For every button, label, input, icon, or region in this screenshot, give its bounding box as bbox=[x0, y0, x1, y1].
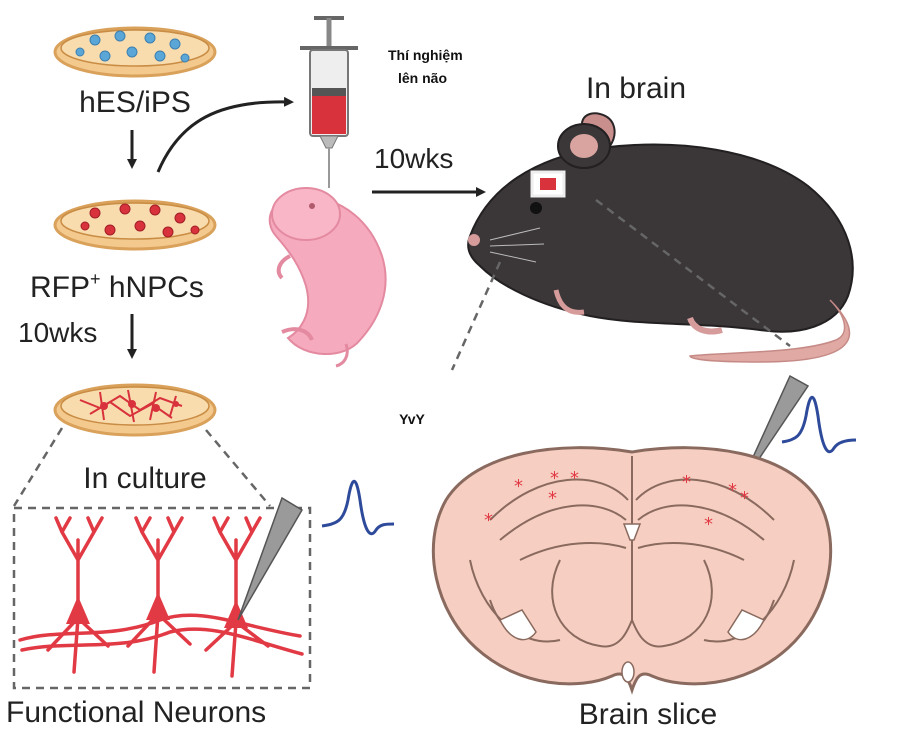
watermark-label: YvY bbox=[399, 411, 425, 427]
svg-text:*: * bbox=[484, 510, 493, 531]
svg-text:*: * bbox=[570, 468, 579, 489]
brain-slice-icon: *** *** *** bbox=[431, 446, 833, 695]
in-culture-label: In culture bbox=[83, 462, 206, 495]
action-potential-icon-culture bbox=[321, 479, 395, 536]
svg-text:*: * bbox=[740, 488, 749, 509]
zoom-line-right bbox=[205, 429, 271, 507]
svg-text:*: * bbox=[728, 480, 737, 501]
electrode-icon-culture bbox=[237, 496, 304, 621]
stem-cells-label: hES/iPS bbox=[79, 86, 191, 119]
rfp-cell-icon bbox=[80, 203, 200, 238]
brain-slice-label: Brain slice bbox=[579, 698, 717, 730]
petri-dish-icon-culture bbox=[53, 383, 217, 437]
svg-text:*: * bbox=[704, 514, 713, 535]
zoom-line-left bbox=[12, 427, 64, 507]
petri-dish-icon-stem-cells bbox=[53, 26, 217, 78]
mouse-icon bbox=[467, 112, 854, 363]
experiment-label-line2: lên não bbox=[398, 70, 447, 86]
neuron-zoom-box bbox=[12, 506, 312, 690]
npcs-label: RFP+ hNPCs bbox=[30, 269, 204, 304]
experiment-label-line1: Thí nghiệm bbox=[388, 47, 463, 63]
slice-line-right bbox=[595, 199, 791, 347]
functional-neurons-label: Functional Neurons bbox=[6, 696, 266, 729]
in-brain-label: In brain bbox=[586, 72, 686, 105]
brain-time-label: 10wks bbox=[374, 143, 453, 174]
slice-line-left bbox=[450, 261, 502, 371]
svg-text:*: * bbox=[550, 468, 559, 489]
action-potential-icon-brain bbox=[781, 395, 857, 454]
mouse-pup-icon bbox=[268, 187, 387, 368]
rfp-cell-marker-icon: *** *** *** bbox=[484, 468, 749, 535]
svg-text:*: * bbox=[682, 472, 691, 493]
arrow-curve-to-syringe bbox=[156, 96, 294, 173]
svg-text:*: * bbox=[548, 488, 557, 509]
svg-text:*: * bbox=[514, 476, 523, 497]
neuron-icon bbox=[18, 516, 304, 678]
syringe-icon bbox=[300, 16, 358, 188]
stem-cell-icon bbox=[75, 30, 190, 63]
culture-time-label: 10wks bbox=[18, 317, 97, 348]
petri-dish-icon-npcs bbox=[53, 199, 217, 251]
